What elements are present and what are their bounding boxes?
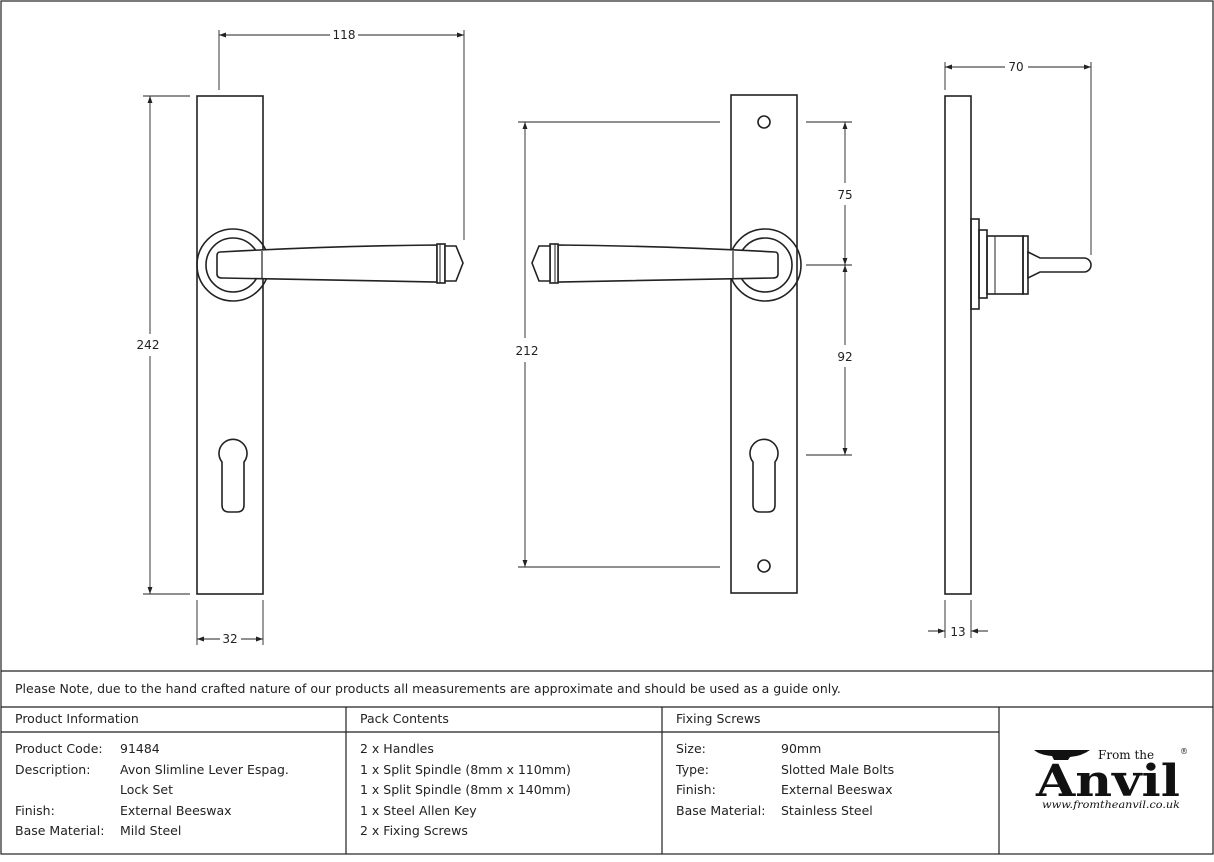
product-code-value: 91484 xyxy=(120,741,160,756)
description-value: Avon Slimline Lever Espag. xyxy=(120,762,289,777)
screw-size-value: 90mm xyxy=(781,741,822,756)
centre-screw-hole-top xyxy=(757,115,771,129)
screw-size-label: Size: xyxy=(676,741,706,756)
screw-type-label: Type: xyxy=(676,762,709,777)
screw-type-value: Slotted Male Bolts xyxy=(781,762,895,777)
product-info-heading: Product Information xyxy=(15,711,139,726)
dim-92: 92 xyxy=(837,350,852,364)
pack-item: 1 x Steel Allen Key xyxy=(360,803,477,818)
dim-118: 118 xyxy=(333,28,356,42)
anvil-icon xyxy=(1034,750,1090,760)
screw-material-label: Base Material: xyxy=(676,803,766,818)
centre-lever-tip xyxy=(531,245,551,282)
base-material-value: Mild Steel xyxy=(120,823,182,838)
front-keyhole xyxy=(218,438,248,513)
front-lever-tip xyxy=(444,245,464,282)
product-code-label: Product Code: xyxy=(15,741,103,756)
front-backplate xyxy=(196,95,264,595)
logo-from-the: From the xyxy=(1098,748,1154,762)
centre-screw-hole-bottom xyxy=(757,559,771,573)
centre-lever-collar xyxy=(549,243,559,284)
pack-item: 1 x Split Spindle (8mm x 140mm) xyxy=(360,782,571,797)
side-dimensions xyxy=(928,62,1092,638)
dim-212: 212 xyxy=(516,344,539,358)
logo-brand: Anvil xyxy=(1035,756,1180,807)
pack-item: 1 x Split Spindle (8mm x 110mm) xyxy=(360,762,571,777)
logo-url: www.fromtheanvil.co.uk xyxy=(1042,800,1180,811)
side-rose-base xyxy=(970,218,980,310)
description-value-cont: Lock Set xyxy=(120,782,174,797)
anvil-logo-graphic: From the ® Anvil www.fromtheanvil.co.uk xyxy=(1034,747,1188,811)
pack-item: 2 x Fixing Screws xyxy=(360,823,468,838)
side-backplate xyxy=(944,95,972,595)
side-view xyxy=(944,95,1092,595)
centre-backplate xyxy=(730,94,798,594)
side-neck xyxy=(986,235,1024,295)
front-lever-collar xyxy=(436,243,446,284)
finish-label: Finish: xyxy=(15,803,55,818)
description-label: Description: xyxy=(15,762,91,777)
centre-dimensions xyxy=(518,121,852,568)
base-material-label: Base Material: xyxy=(15,823,105,838)
centre-lever xyxy=(557,244,779,283)
pack-contents-heading: Pack Contents xyxy=(360,711,449,726)
fixing-screws-heading: Fixing Screws xyxy=(676,711,761,726)
dim-13: 13 xyxy=(950,625,965,639)
front-view xyxy=(196,95,464,595)
centre-view xyxy=(531,94,802,594)
side-rose-step xyxy=(978,229,988,299)
dim-242: 242 xyxy=(137,338,160,352)
side-lever xyxy=(1027,250,1092,280)
screw-finish-label: Finish: xyxy=(676,782,716,797)
front-lever xyxy=(216,244,438,283)
info-table-lines xyxy=(1,670,1213,854)
logo-registered: ® xyxy=(1180,747,1188,756)
dim-75: 75 xyxy=(837,188,852,202)
dim-32: 32 xyxy=(222,632,237,646)
centre-keyhole xyxy=(749,438,779,513)
front-dimensions xyxy=(143,30,465,645)
pack-item: 2 x Handles xyxy=(360,741,434,756)
approximation-note: Please Note, due to the hand crafted nat… xyxy=(15,681,841,696)
finish-value: External Beeswax xyxy=(120,803,232,818)
screw-finish-value: External Beeswax xyxy=(781,782,893,797)
from-the-anvil-logo: From the ® Anvil www.fromtheanvil.co.uk xyxy=(1030,742,1190,822)
screw-material-value: Stainless Steel xyxy=(781,803,873,818)
dim-70: 70 xyxy=(1008,60,1023,74)
